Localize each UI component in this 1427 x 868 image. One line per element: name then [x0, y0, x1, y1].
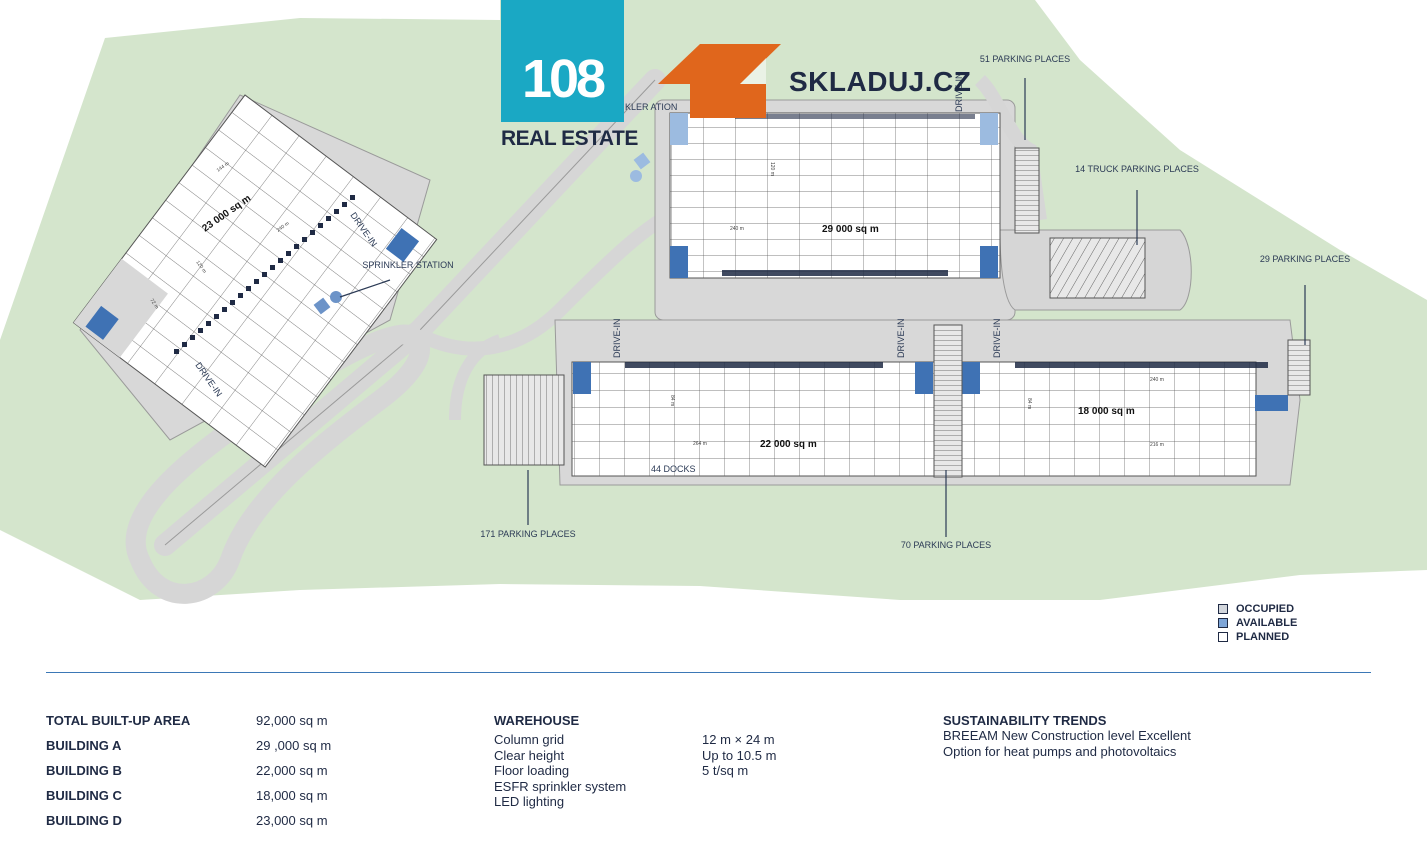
legend-occupied: OCCUPIED	[1218, 602, 1297, 616]
occupied-swatch	[1218, 604, 1228, 614]
planned-swatch	[1218, 632, 1228, 642]
skladuj-brand: SKLADUJ.CZ	[789, 66, 972, 97]
summary-value: 92,000 sq m	[256, 713, 328, 728]
building-b-area: 22 000 sq m	[760, 439, 817, 450]
warehouse-title: WAREHOUSE	[494, 713, 580, 728]
building-a-dim-1: 120 m	[769, 162, 775, 176]
legend: OCCUPIED AVAILABLE PLANNED	[1218, 602, 1297, 644]
summary-table: TOTAL BUILT-UP AREA 92,000 sq m BUILDING …	[46, 713, 331, 833]
sprinkler-tank-round	[330, 291, 342, 303]
building-d-docks	[174, 195, 355, 354]
building-b-dim-2: 264 m	[693, 441, 707, 447]
summary-row: TOTAL BUILT-UP AREA 92,000 sq m	[46, 708, 331, 733]
parking-29	[1287, 339, 1311, 396]
parking-51	[1014, 147, 1040, 234]
summary-label: BUILDING B	[46, 763, 122, 778]
building-c-dim-2: 240 m	[1150, 377, 1164, 383]
summary-value: 29 ,000 sq m	[256, 738, 332, 753]
logo-108-caption: REAL ESTATE	[501, 127, 638, 150]
spec-label: Clear height	[494, 747, 565, 763]
spec-row: Column grid 12 m × 24 m	[494, 732, 776, 748]
drive-in-label-a: DRIVE-IN	[954, 72, 964, 112]
summary-row: BUILDING A 29 ,000 sq m	[46, 733, 331, 758]
building-a-docks	[722, 114, 975, 276]
sustainability-section: SUSTAINABILITY TRENDS BREEAM New Constru…	[943, 713, 1191, 760]
sustainability-line: Option for heat pumps and photovoltaics	[943, 744, 1177, 759]
parking-171	[483, 374, 565, 466]
legend-planned-label: PLANNED	[1236, 631, 1290, 643]
summary-label: TOTAL BUILT-UP AREA	[46, 713, 191, 728]
sprinkler-label-partial: KLER ATION	[625, 102, 677, 112]
spec-label: Column grid	[494, 732, 565, 747]
spec-label: LED lighting	[494, 794, 565, 809]
summary-label: BUILDING C	[46, 788, 122, 803]
warehouse-specs: WAREHOUSE Column grid 12 m × 24 m Clear h…	[494, 713, 776, 810]
building-a-area: 29 000 sq m	[822, 224, 879, 235]
spec-row: LED lighting	[494, 794, 776, 810]
building-c-area: 18 000 sq m	[1078, 406, 1135, 417]
summary-row: BUILDING B 22,000 sq m	[46, 758, 331, 783]
available-swatch	[1218, 618, 1228, 628]
spec-label: Floor loading	[494, 763, 570, 778]
sprinkler-tank-round-2	[630, 170, 642, 182]
road-loop	[125, 324, 430, 604]
legend-available-label: AVAILABLE	[1236, 617, 1298, 629]
summary-row: BUILDING D 23,000 sq m	[46, 808, 331, 833]
drive-in-label-c1: DRIVE-IN	[896, 318, 906, 358]
spec-value: 5 t/sq m	[702, 763, 749, 778]
drive-in-label-b: DRIVE-IN	[612, 318, 622, 358]
parking-171-label: 171 PARKING PLACES	[480, 529, 575, 539]
skladuj-logo-icon	[658, 44, 781, 118]
building-b-docks-label: 44 DOCKS	[651, 464, 696, 474]
building-d-dim-4: 72 m	[148, 298, 159, 311]
logo-108: 108	[501, 0, 624, 122]
parking-14-label: 14 TRUCK PARKING PLACES	[1075, 164, 1199, 174]
building-c-dim-1: 84 m	[1026, 398, 1032, 409]
spec-row: Clear height Up to 10.5 m	[494, 748, 776, 764]
building-c	[961, 361, 1288, 477]
logo-108-number: 108	[521, 49, 606, 109]
road-branch	[416, 208, 674, 356]
summary-value: 23,000 sq m	[256, 813, 328, 828]
building-a	[669, 112, 1001, 279]
spec-row: Floor loading 5 t/sq m	[494, 763, 776, 779]
sprinkler-tank-2	[633, 152, 651, 170]
drive-in-label-c2: DRIVE-IN	[992, 318, 1002, 358]
summary-value: 22,000 sq m	[256, 763, 328, 778]
legend-available: AVAILABLE	[1218, 616, 1297, 630]
spec-value: Up to 10.5 m	[702, 747, 777, 763]
spec-label: ESFR sprinkler system	[494, 778, 627, 794]
summary-label: BUILDING A	[46, 738, 122, 753]
summary-label: BUILDING D	[46, 813, 122, 828]
leader-lines	[339, 78, 1306, 537]
summary-row: BUILDING C 18,000 sq m	[46, 783, 331, 808]
sustainability-title: SUSTAINABILITY TRENDS	[943, 713, 1107, 728]
building-b-dim-1: 84 m	[669, 395, 675, 406]
legend-occupied-label: OCCUPIED	[1236, 603, 1295, 615]
sustainability-line: BREEAM New Construction level Excellent	[943, 728, 1191, 743]
summary-value: 18,000 sq m	[256, 788, 328, 803]
road-branch-left	[449, 334, 503, 421]
legend-planned: PLANNED	[1218, 630, 1297, 644]
building-b	[571, 361, 935, 477]
spec-row: ESFR sprinkler system	[494, 779, 776, 795]
spec-value: 12 m × 24 m	[702, 732, 775, 747]
parking-70-label: 70 PARKING PLACES	[901, 540, 991, 550]
parking-51-label: 51 PARKING PLACES	[980, 54, 1070, 64]
site-plan: 23 000 sq m 144 m 240 m 120 m 72 m DRIVE…	[0, 0, 1427, 604]
parking-29-label: 29 PARKING PLACES	[1260, 254, 1350, 264]
sprinkler-label: SPRINKLER STATION	[362, 260, 453, 270]
building-a-dim-2: 240 m	[730, 226, 744, 232]
parking-70	[933, 324, 963, 478]
sprinkler-tank	[313, 297, 331, 315]
parking-truck-14	[1049, 237, 1146, 299]
building-c-dim-3: 216 m	[1150, 442, 1164, 448]
section-divider	[46, 672, 1371, 673]
